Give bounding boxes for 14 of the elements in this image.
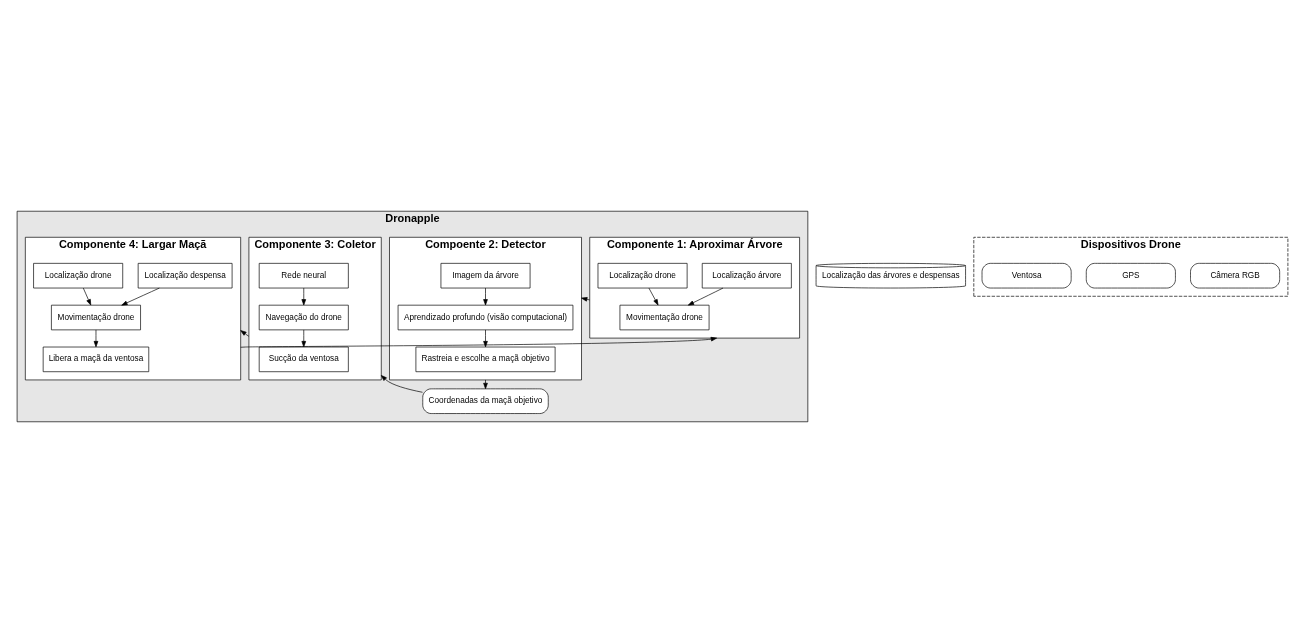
arrow	[483, 329, 488, 347]
arrow	[687, 287, 724, 305]
arrow	[240, 336, 717, 348]
arrow	[301, 287, 307, 305]
arrow	[380, 374, 423, 393]
arrow	[93, 329, 99, 347]
arrow	[82, 287, 92, 305]
arrow	[121, 287, 160, 305]
arrow	[483, 287, 488, 305]
arrow	[240, 329, 250, 337]
arrow	[648, 287, 659, 305]
arrow	[483, 379, 488, 389]
arrow	[301, 329, 307, 347]
arrow	[581, 296, 591, 301]
